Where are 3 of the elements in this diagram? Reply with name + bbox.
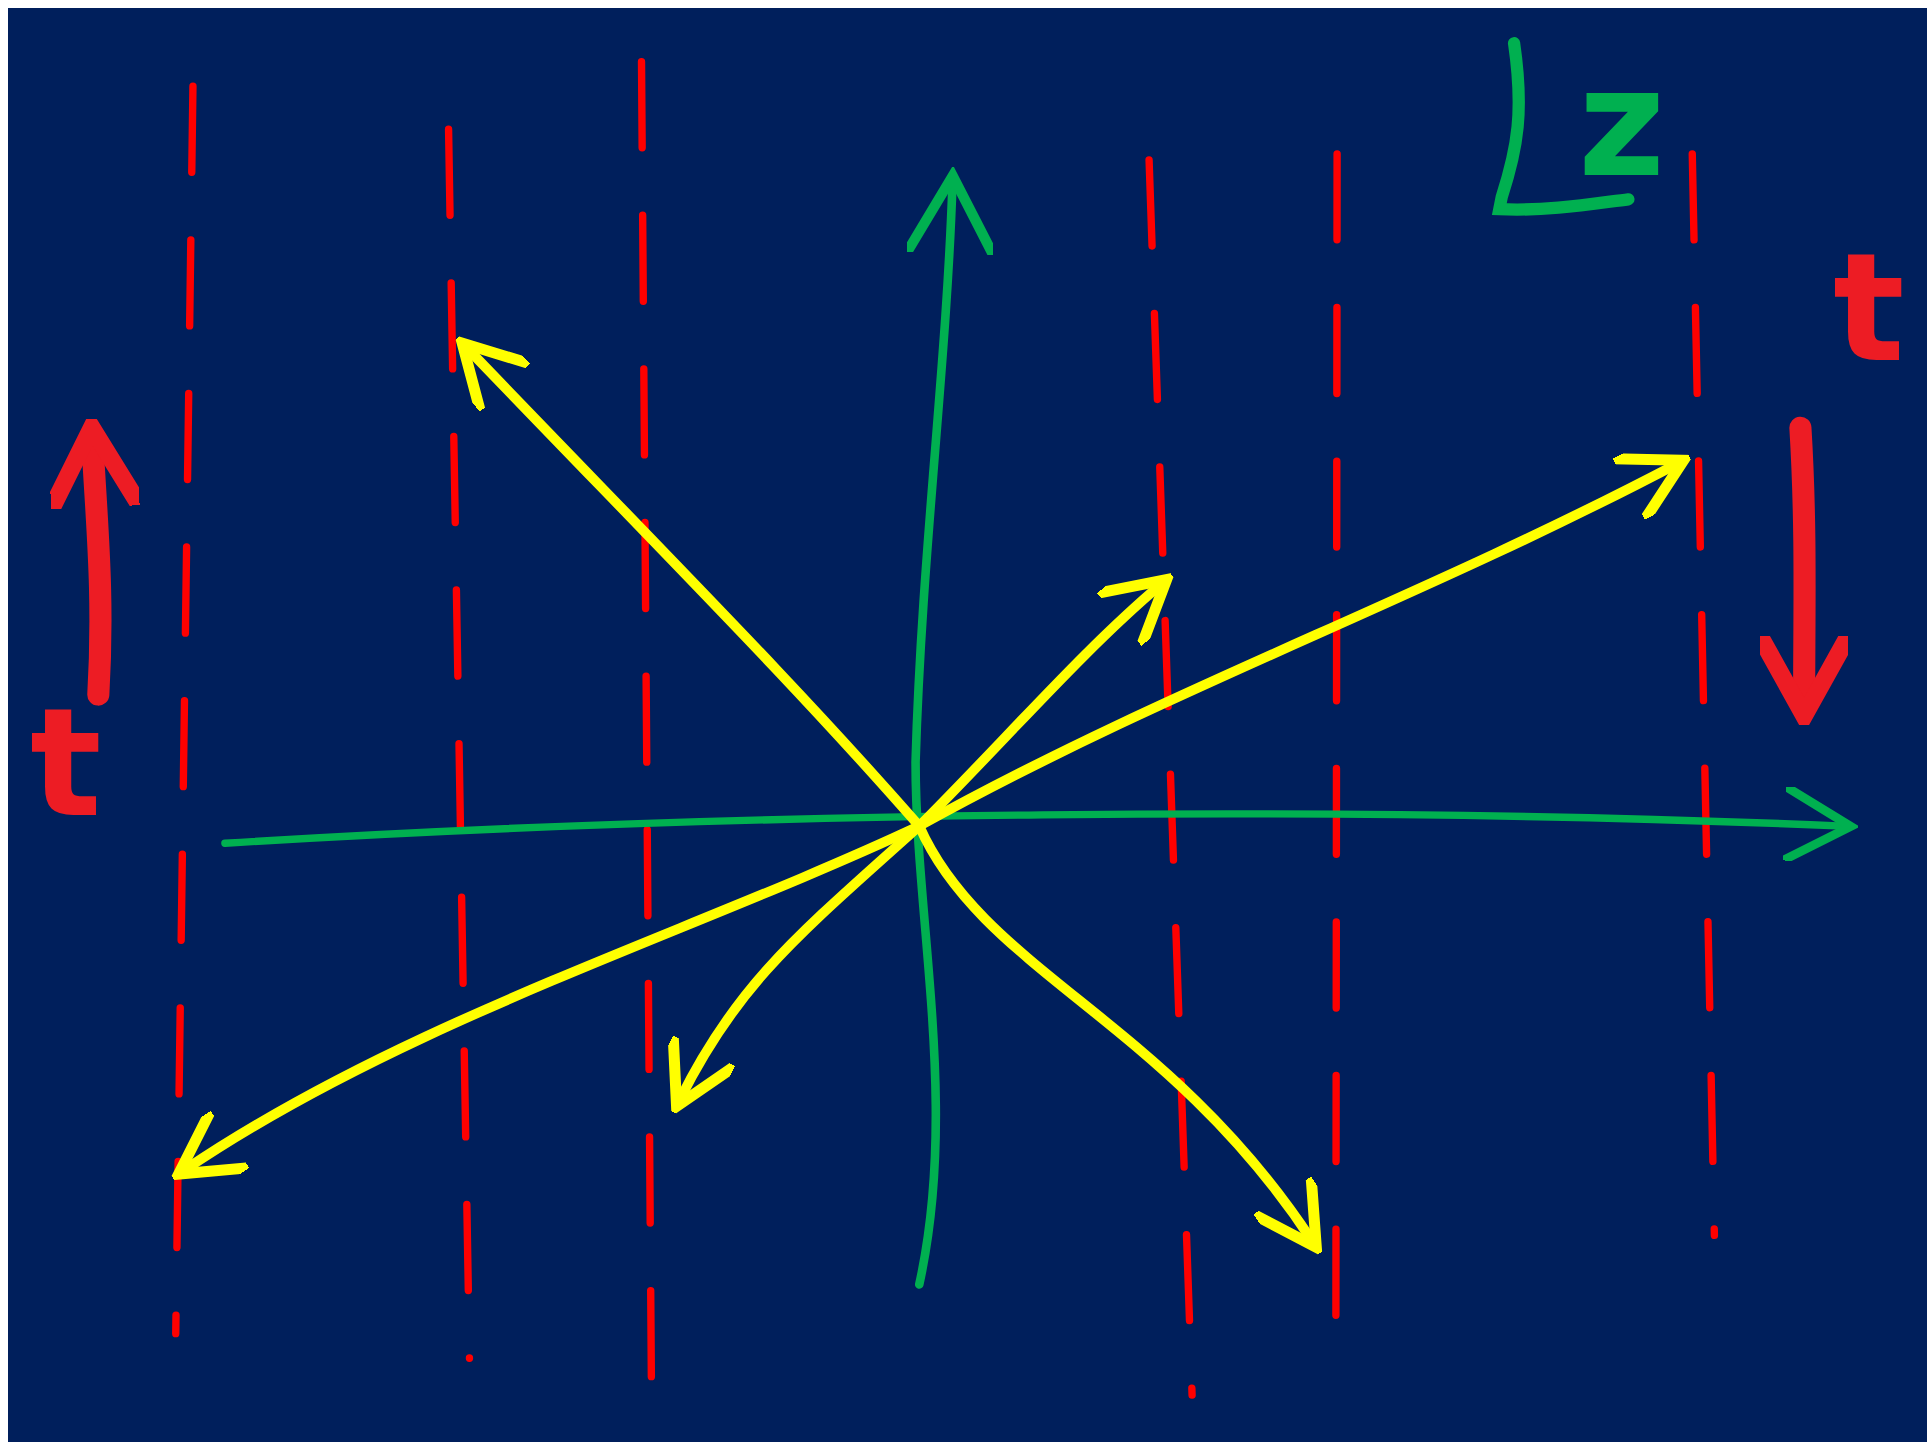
axis-label: t	[30, 688, 102, 838]
axis-label: t	[1833, 233, 1905, 383]
axis-label: z	[1578, 48, 1666, 198]
